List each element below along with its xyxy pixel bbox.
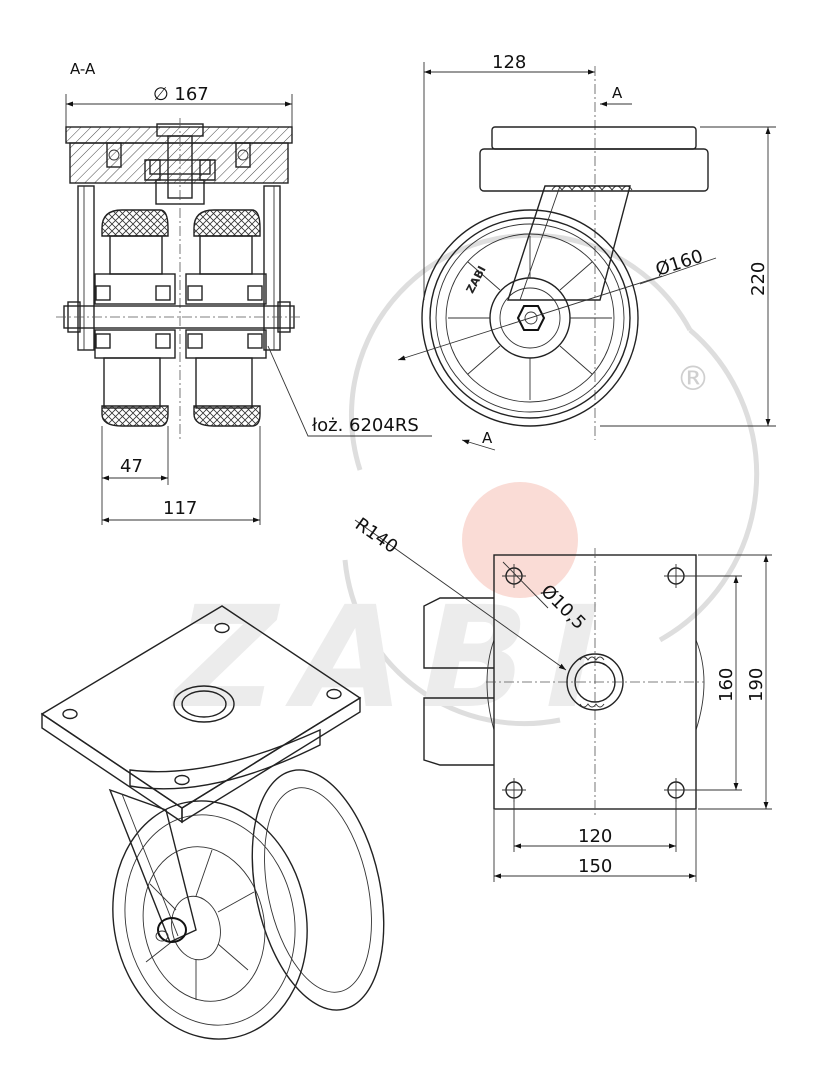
side-view: 128 A ZABI: [397, 52, 776, 451]
section-view: A-A ∅ 167: [56, 60, 432, 525]
iso-spokes: [145, 849, 255, 1000]
dim-plate-length: 190: [746, 668, 767, 702]
watermark-logo: ZABI ®: [158, 232, 760, 740]
isometric-view: [40, 605, 385, 1040]
dim-offset: 128: [492, 52, 526, 73]
section-marker-bottom: A: [482, 429, 493, 447]
section-label: A-A: [70, 60, 96, 78]
dim-height: 220: [748, 262, 769, 296]
watermark-brand-text: ZABI: [158, 577, 633, 739]
bearing-note: łoż. 6204RS: [312, 415, 419, 436]
dim-wheel-diameter: Ø160: [653, 246, 706, 281]
dim-single-wheel-width: 47: [120, 456, 143, 477]
dim-swivel-radius: R140: [351, 514, 401, 558]
dim-track-width: 117: [163, 498, 197, 519]
wheel-brand-text: ZABI: [464, 264, 489, 296]
dim-hole-spacing-x: 120: [578, 826, 612, 847]
dim-plate-width: 150: [578, 856, 612, 877]
dim-overall-width: ∅ 167: [153, 84, 209, 105]
watermark-red-dot: [462, 482, 578, 598]
dim-hole-spacing-y: 160: [716, 668, 737, 702]
section-marker-top: A: [612, 84, 623, 102]
registered-mark: ®: [676, 359, 710, 399]
